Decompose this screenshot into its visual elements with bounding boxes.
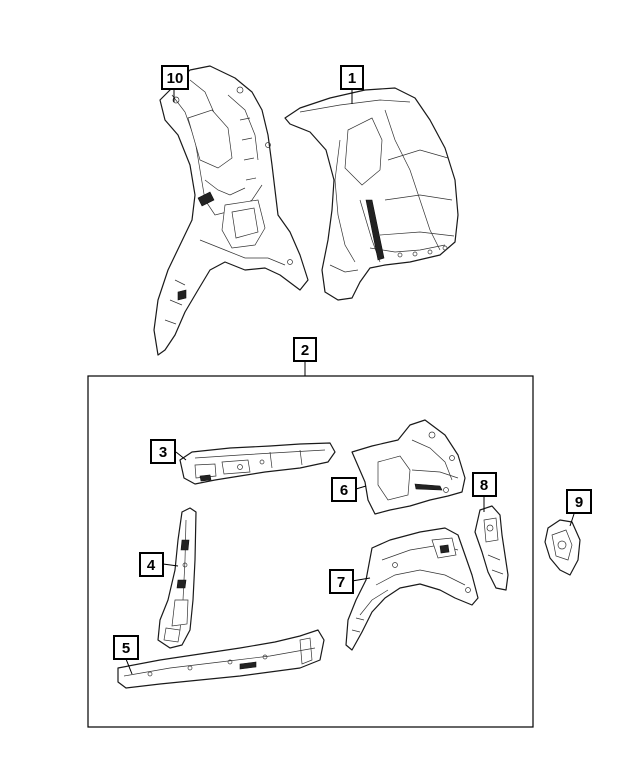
part-10-inner-quarter-panel bbox=[153, 65, 309, 356]
leader-lines bbox=[125, 89, 575, 675]
part-7-wheelhouse-panel bbox=[345, 527, 479, 651]
callout-4-label: 4 bbox=[147, 557, 156, 574]
callout-9-label: 9 bbox=[575, 494, 583, 511]
callout-7[interactable]: 7 bbox=[329, 569, 354, 594]
part-5-sill bbox=[117, 629, 325, 689]
callout-4[interactable]: 4 bbox=[139, 552, 164, 577]
part-1-outer-quarter-panel bbox=[284, 87, 459, 301]
callout-2[interactable]: 2 bbox=[293, 337, 317, 362]
callout-5[interactable]: 5 bbox=[113, 635, 139, 660]
part-3-upper-rail bbox=[179, 442, 336, 485]
part-6-rear-inner-panel bbox=[351, 419, 466, 515]
callout-6-label: 6 bbox=[340, 482, 348, 499]
callout-5-label: 5 bbox=[122, 640, 130, 657]
callout-7-label: 7 bbox=[337, 574, 345, 591]
callout-3[interactable]: 3 bbox=[150, 439, 176, 464]
callout-1[interactable]: 1 bbox=[340, 65, 364, 90]
assembly-group-frame bbox=[87, 375, 534, 728]
callout-10-label: 10 bbox=[167, 70, 184, 87]
callout-1-label: 1 bbox=[348, 70, 356, 87]
part-9-small-bracket bbox=[544, 519, 581, 576]
callout-9[interactable]: 9 bbox=[566, 489, 592, 514]
part-8-bracket bbox=[474, 505, 509, 591]
callout-3-label: 3 bbox=[159, 444, 167, 461]
callout-6[interactable]: 6 bbox=[331, 477, 357, 502]
callout-2-label: 2 bbox=[301, 342, 309, 359]
callout-8-label: 8 bbox=[480, 477, 488, 494]
callout-8[interactable]: 8 bbox=[472, 472, 497, 497]
callout-10[interactable]: 10 bbox=[161, 65, 189, 90]
part-4-pillar bbox=[157, 507, 197, 649]
